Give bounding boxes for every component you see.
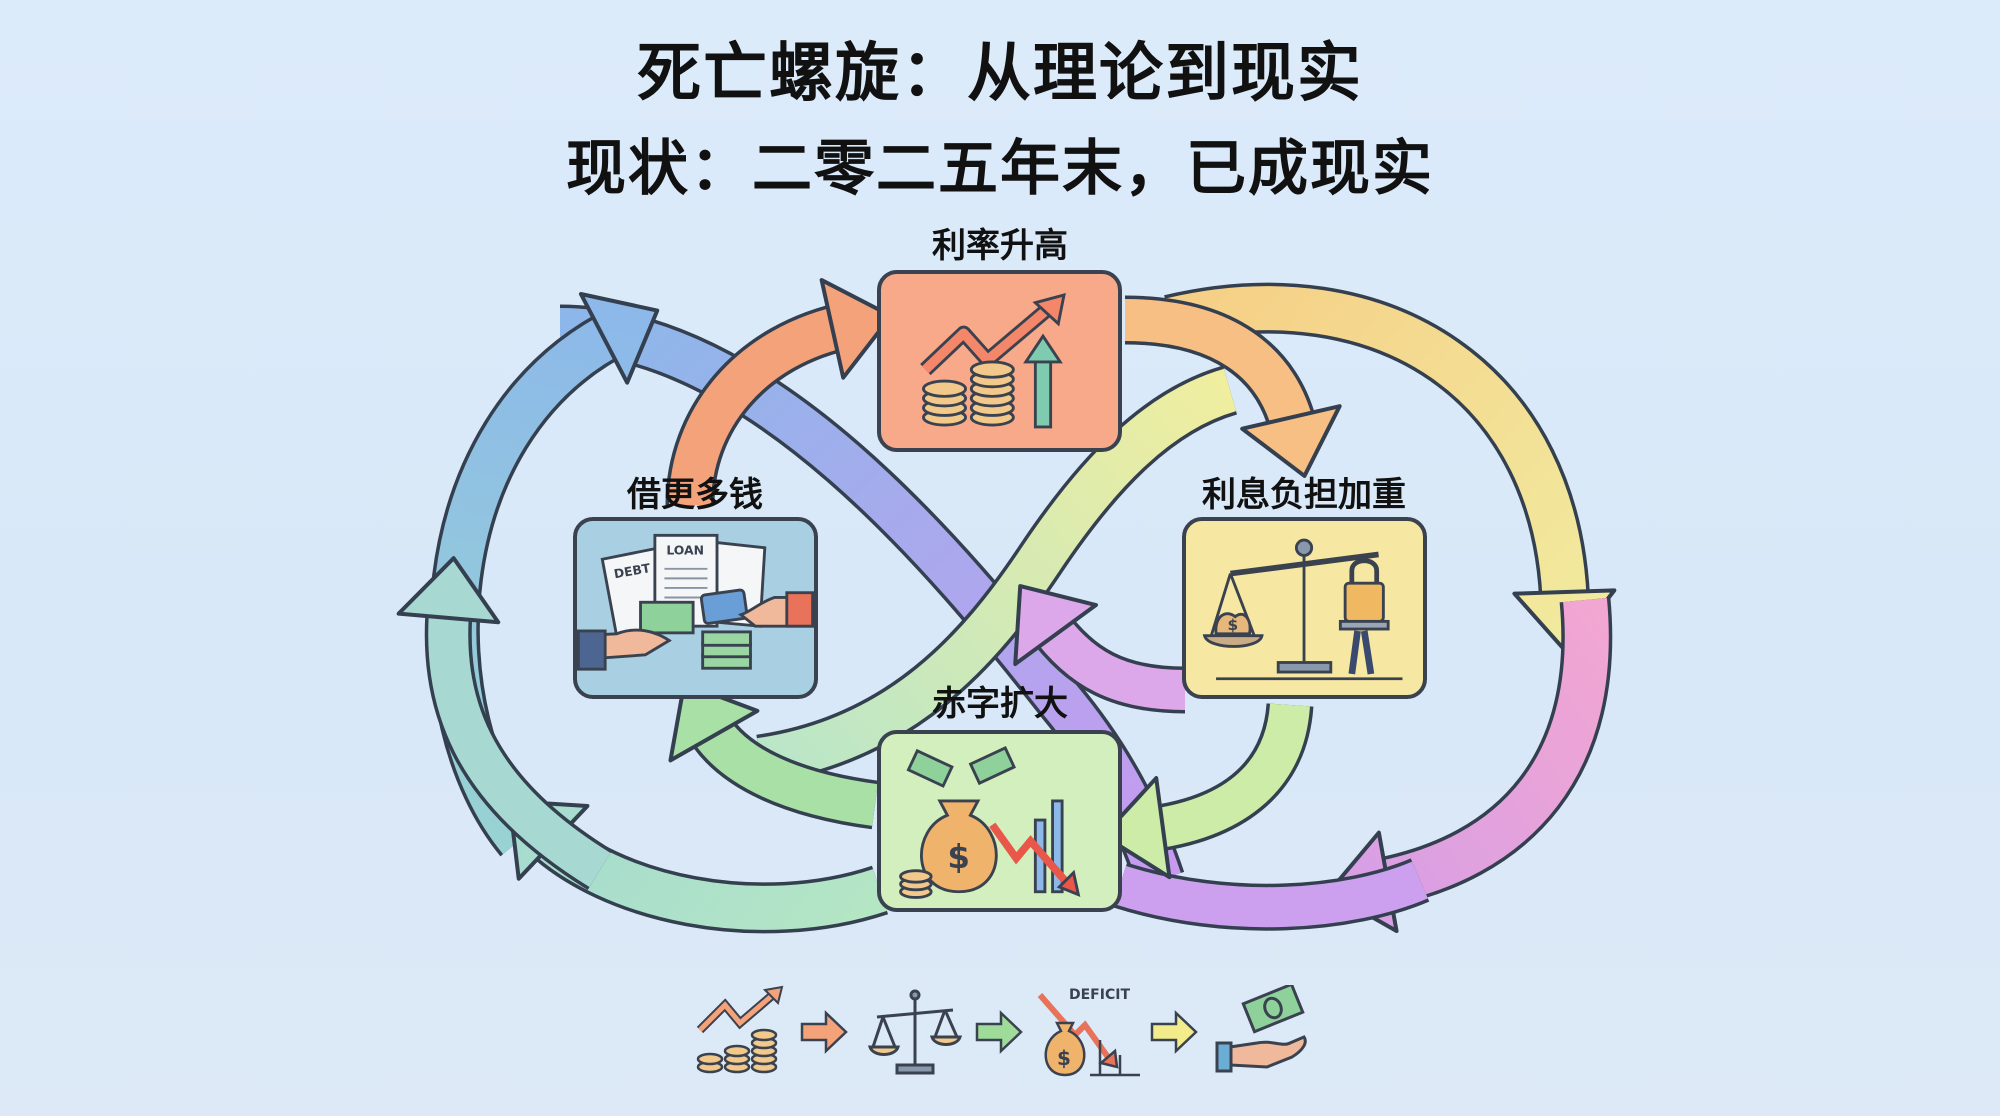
node-label-interest-burden: 利息负担加重: [1202, 475, 1406, 515]
pink-arrow-burden-to-center: [1013, 584, 1186, 714]
money-symbol: $: [1057, 1046, 1071, 1070]
orange-arrow-borrow-to-rates: [665, 278, 894, 506]
node-label-interest-rates: 利率升高: [932, 226, 1068, 266]
page-subtitle: 现状：二零二五年末，已成现实: [566, 134, 1434, 204]
deficit-text: DEFICIT: [1069, 987, 1130, 1003]
node-box-interest-rates: [877, 270, 1122, 452]
light-green-arrow-burden-to-deficit: [1101, 702, 1314, 880]
debt-text: DEBT: [613, 560, 652, 581]
green-arrow-deficit-to-borrow: [668, 681, 879, 830]
strip-rising-chart-coins-icon: [696, 985, 784, 1074]
orange-arrow-borrow-to-rates-head: [819, 278, 894, 380]
money-symbol: $: [1228, 616, 1239, 634]
pink-arrow-burden-to-center-head: [1013, 584, 1098, 667]
strand-green-yellow-arrow: [756, 365, 1238, 786]
money-bag-falling-chart-icon: $: [899, 746, 1081, 899]
strip-arrow-icon: [1150, 1010, 1198, 1054]
orange-arrow-rates-to-burden: [1124, 295, 1342, 478]
bottom-purple-arrow: [1112, 858, 1430, 931]
money-symbol: $: [947, 838, 970, 876]
scale-lock-burden-icon: $: [1202, 538, 1403, 681]
orange-arrow-rates-to-burden-head: [1240, 404, 1342, 478]
outer-blue-arrow-head: [578, 292, 660, 385]
node-label-borrow-more: 借更多钱: [627, 475, 763, 515]
strip-scale-icon: [867, 989, 963, 1075]
page-title: 死亡螺旋：从理论到现实: [637, 37, 1363, 111]
rising-chart-coins-icon: [920, 293, 1066, 429]
light-green-arrow-burden-to-deficit-head: [1101, 776, 1172, 880]
node-box-interest-burden: $: [1182, 517, 1427, 699]
strip-arrow-icon: [800, 1010, 848, 1054]
strip-cash-in-hand-icon: [1215, 985, 1307, 1073]
inner-teal-arrow-head: [396, 556, 501, 625]
node-box-borrow-more: DEBT LOAN: [573, 517, 818, 699]
node-box-deficit: $: [877, 730, 1122, 912]
inner-teal-arrow: [396, 556, 613, 891]
loan-documents-cash-icon: DEBT LOAN: [577, 533, 814, 671]
strip-arrow-icon: [975, 1010, 1023, 1054]
strip-deficit-icon: DEFICIT $: [1037, 987, 1140, 1077]
loan-text: LOAN: [666, 542, 704, 557]
node-label-deficit: 赤字扩大: [932, 684, 1068, 724]
